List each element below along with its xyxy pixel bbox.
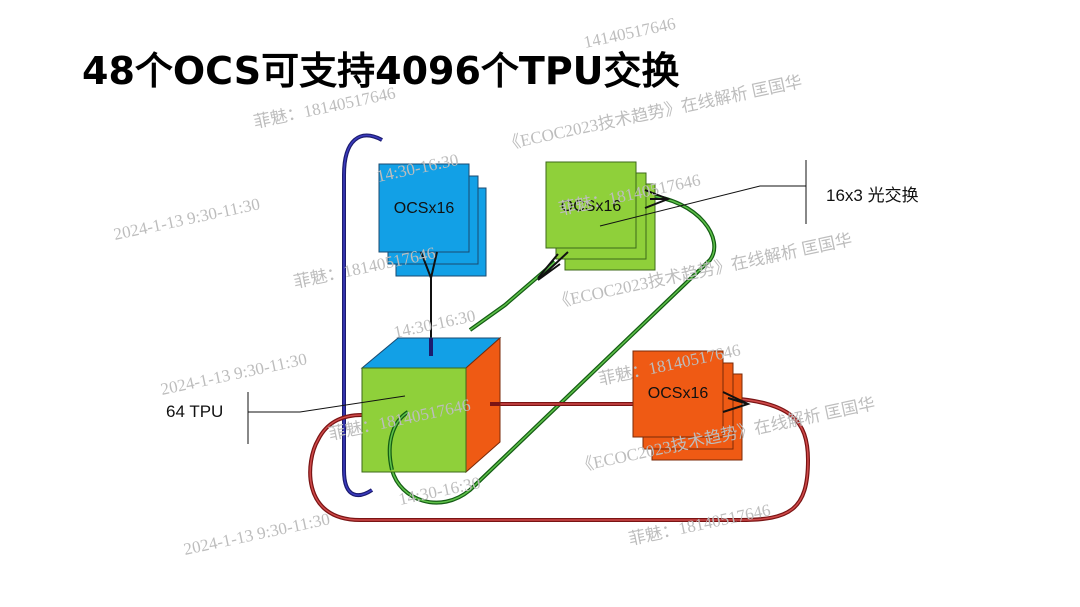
watermark-text: 菲魅：18140517646 [252, 83, 397, 132]
ocs-green-stack: OCSx16 [545, 161, 656, 271]
watermark-text: 2024-1-13 9:30-11:30 [112, 194, 262, 244]
ocs-orange-stack: OCSx16 [632, 350, 743, 461]
watermark-text: 《ECOC2023技术趋势》在线解析 匡国华 [502, 72, 804, 154]
tpu-label: 64 TPU [166, 402, 223, 421]
watermark-layer: 14140517646 菲魅：18140517646 《ECOC2023技术趋势… [112, 14, 877, 559]
ocs-blue-stack: OCSx16 [378, 163, 487, 277]
page-title: 48个OCS可支持4096个TPU交换 [82, 49, 680, 93]
ocs-blue-label: OCSx16 [394, 200, 455, 217]
green-fan-connector [537, 251, 569, 281]
watermark-text: 2024-1-13 9:30-11:30 [182, 509, 332, 559]
ocs-green-label: OCSx16 [561, 198, 622, 215]
orange-fan-connector [722, 391, 751, 413]
ocs-orange-label: OCSx16 [648, 385, 709, 402]
watermark-text: 14140517646 [582, 14, 677, 52]
optical-switch-label: 16x3 光交换 [826, 186, 919, 205]
tpu-callout: 64 TPU [166, 392, 406, 444]
watermark-text: 2024-1-13 9:30-11:30 [159, 349, 309, 399]
blue-link-inner [343, 134, 383, 496]
green-fan-connector-right [644, 189, 671, 209]
watermark-text: 14:30-16:30 [392, 306, 477, 342]
watermark-text: 菲魅：18140517646 [627, 500, 772, 549]
optical-callout: 16x3 光交换 [599, 160, 919, 227]
